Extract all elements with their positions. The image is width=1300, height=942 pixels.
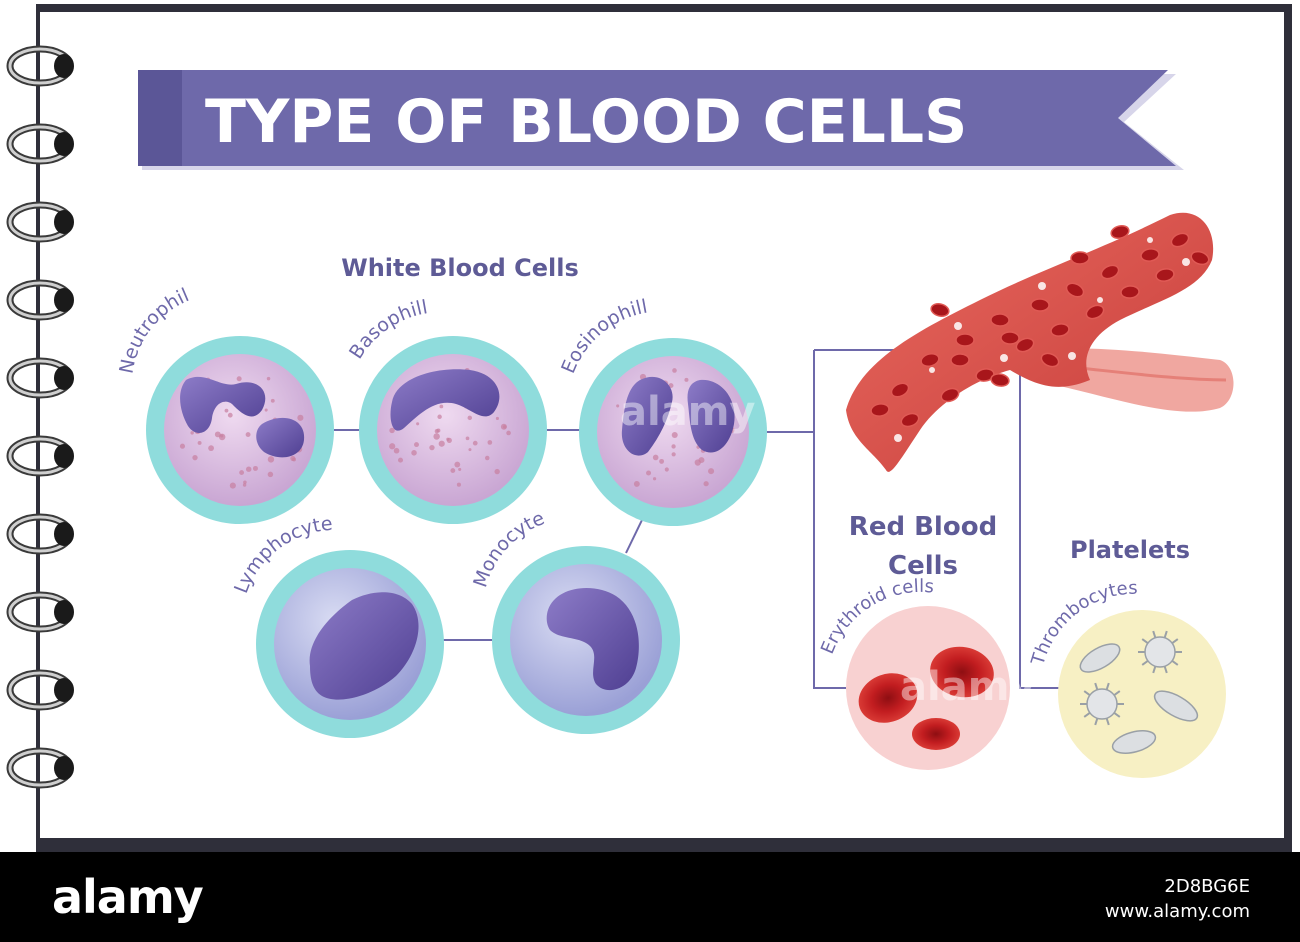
spiral-ring-icon [6,591,74,633]
platelets-label: Platelets [1070,536,1190,564]
red-blood-cells-label-line2: Cells [888,551,958,581]
monocyte-cell [492,546,680,734]
spiral-ring-icon [6,123,74,165]
spiral-ring-icon [6,201,74,243]
spiral-ring-icon [6,747,74,789]
spiral-ring-icon [6,357,74,399]
spiral-ring-icon [6,45,74,87]
title-banner: TYPE OF BLOOD CELLS [138,70,1184,170]
page-title: TYPE OF BLOOD CELLS [205,87,967,157]
thrombocytes-illustration [1058,610,1226,778]
neutrophil-cell [146,336,334,524]
eosinophil-cell [579,338,767,526]
blood-vessel-illustration [846,212,1234,472]
white-blood-cells-label: White Blood Cells [341,254,579,282]
image-info: 2D8BG6E www.alamy.com [1105,874,1250,924]
site-url: www.alamy.com [1104,901,1250,922]
erythroid-cells-illustration [846,606,1010,770]
spiral-ring-icon [6,435,74,477]
lymphocyte-cell [256,550,444,738]
image-id: 2D8BG6E [1164,876,1250,897]
footer-bar: alamy 2D8BG6E www.alamy.com [0,852,1300,942]
alamy-logo: alamy [52,870,204,924]
spiral-binding [6,45,74,789]
spiral-ring-icon [6,279,74,321]
spiral-ring-icon [6,669,74,711]
red-blood-cells-label-line1: Red Blood [849,512,997,542]
spiral-ring-icon [6,513,74,555]
basophil-cell [359,336,547,524]
